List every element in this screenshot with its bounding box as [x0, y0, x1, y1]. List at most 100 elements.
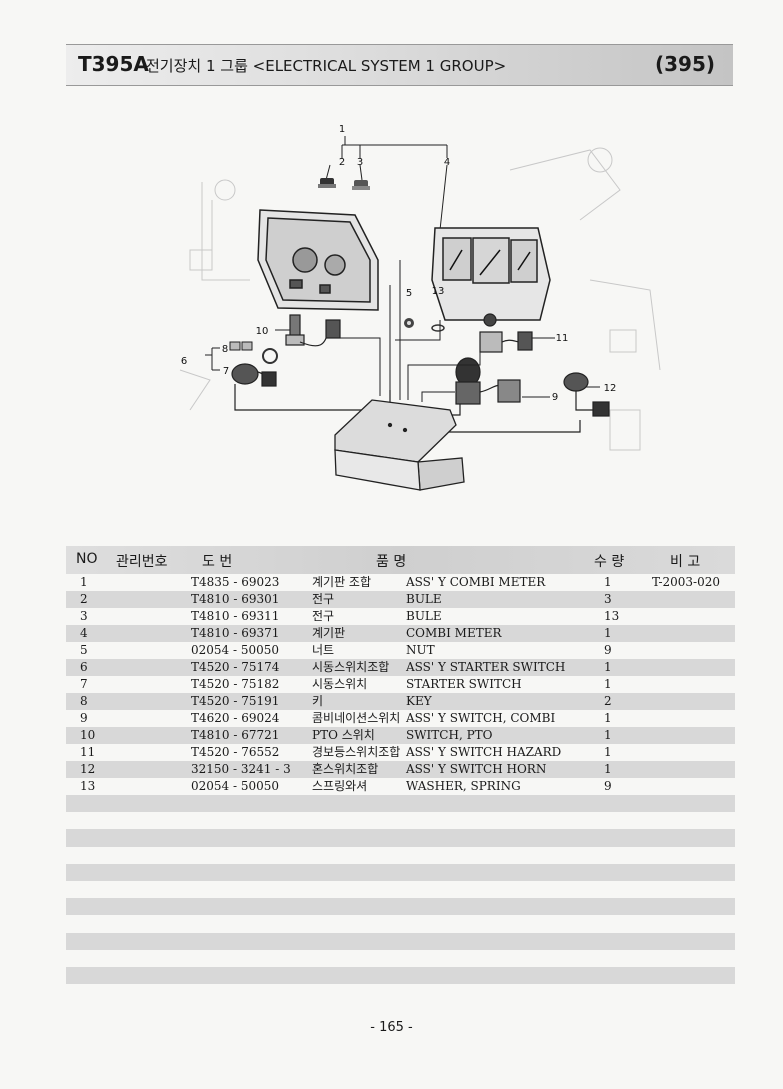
cell-drawing-no: 32150 - 3241 - 3: [191, 762, 291, 776]
cell-name-en: ASS' Y SWITCH HORN: [406, 762, 547, 776]
cell-name-en: ASS' Y SWITCH HAZARD: [406, 745, 562, 759]
cell-drawing-no: T4810 - 67721: [191, 728, 280, 742]
spring-washer-icon: [431, 324, 445, 332]
cell-name-en: BULE: [406, 609, 442, 623]
nut-icon: [404, 318, 414, 328]
cell-no: 8: [80, 694, 88, 708]
cell-drawing-no: 02054 - 50050: [191, 779, 280, 793]
table-row-empty: [66, 898, 735, 916]
cell-drawing-no: 02054 - 50050: [191, 643, 280, 657]
callout-2: 2: [339, 157, 345, 168]
callout-4: 4: [444, 157, 450, 168]
cell-no: 7: [80, 677, 88, 691]
combi-switch-icon: [450, 357, 521, 416]
cell-no: 11: [80, 745, 96, 759]
bulb-2-icon: [318, 178, 336, 188]
cell-name-kr: 전구: [312, 592, 335, 606]
cell-name-en: NUT: [406, 643, 435, 657]
callout-7: 7: [223, 366, 229, 377]
callout-3: 3: [357, 157, 363, 168]
table-row-empty: [66, 881, 735, 898]
cell-name-en: KEY: [406, 694, 432, 708]
cell-name-kr: 전구: [312, 609, 335, 623]
table-row-empty: [66, 829, 735, 847]
parts-table: NO 관리번호 도 번 품 명 수 량 비 고 1 T4835 - 69023 계기…: [66, 546, 735, 985]
table-row-empty: [66, 795, 735, 813]
hazard-switch-icon: [479, 313, 533, 353]
callout-6: 6: [181, 356, 187, 367]
cell-drawing-no: T4520 - 76552: [191, 745, 280, 759]
cell-drawing-no: T4835 - 69023: [191, 575, 280, 589]
callout-9: 9: [552, 392, 558, 403]
cell-name-en: WASHER, SPRING: [406, 779, 521, 793]
cell-qty: 1: [604, 728, 612, 742]
cell-name-en: ASS' Y COMBI METER: [406, 575, 546, 589]
cell-no: 3: [80, 609, 88, 623]
cell-name-kr: 시동스위치조합: [312, 660, 390, 674]
cell-qty: 1: [604, 575, 612, 589]
cell-drawing-no: T4810 - 69371: [191, 626, 280, 640]
cell-no: 12: [80, 762, 96, 776]
cell-drawing-no: T4620 - 69024: [191, 711, 280, 725]
table-row-empty: [66, 932, 735, 950]
col-manage-no: 관리번호: [116, 554, 168, 570]
callout-1: 1: [339, 124, 345, 135]
cell-qty: 1: [604, 626, 612, 640]
callout-leaders: [205, 136, 600, 398]
cell-drawing-no: T4810 - 69311: [191, 609, 280, 623]
callout-12: 12: [604, 383, 617, 394]
cell-name-kr: PTO 스위치: [312, 728, 375, 742]
cell-name-kr: 계기판: [312, 626, 346, 640]
page-number: - 165 -: [370, 1020, 413, 1035]
cell-name-en: ASS' Y SWITCH, COMBI: [406, 711, 556, 725]
table-row-empty: [66, 863, 735, 881]
page-code: (395): [654, 52, 715, 76]
cell-qty: 13: [604, 609, 620, 623]
cell-name-en: BULE: [406, 592, 442, 606]
wiring-lines: [338, 260, 481, 402]
key-icon: [229, 341, 253, 351]
bulb-3-icon: [352, 180, 370, 190]
cell-name-kr: 키: [312, 694, 324, 708]
cell-no: 10: [80, 728, 96, 742]
table-row: 10 T4810 - 67721 PTO 스위치 SWITCH, PTO 1: [66, 727, 735, 744]
callout-labels: 1 2 3 4 5 13 10 8 6 7 11 9 12: [181, 124, 617, 403]
table-row-empty: [66, 966, 735, 985]
cell-name-en: STARTER SWITCH: [406, 677, 522, 691]
cell-no: 6: [80, 660, 88, 674]
cell-qty: 1: [604, 677, 612, 691]
mounting-panel-icon: [334, 399, 465, 491]
cell-no: 1: [80, 575, 88, 589]
cell-name-en: ASS' Y STARTER SWITCH: [406, 660, 566, 674]
table-header: NO 관리번호 도 번 품 명 수 량 비 고: [66, 546, 735, 574]
cell-drawing-no: T4520 - 75191: [191, 694, 280, 708]
exploded-parts-diagram: 1 2 3 4 5 13 10 8 6 7 11 9 12: [179, 124, 661, 491]
col-qty: 수 량: [594, 554, 625, 570]
cell-no: 4: [80, 626, 88, 640]
callout-13: 13: [432, 286, 445, 297]
cell-name-kr: 시동스위치: [312, 677, 368, 691]
table-row: 3 T4810 - 69311 전구 BULE 13: [66, 608, 735, 625]
cell-qty: 1: [604, 745, 612, 759]
col-no: NO: [76, 551, 98, 567]
background-faded-schematic: [179, 147, 661, 451]
cell-qty: 1: [604, 762, 612, 776]
cell-drawing-no: T4520 - 75182: [191, 677, 280, 691]
group-code: T395A: [78, 52, 149, 76]
combi-meter-rear-icon: [257, 209, 379, 311]
cell-name-en: SWITCH, PTO: [406, 728, 493, 742]
table-row-empty: [66, 950, 735, 967]
cell-qty: 9: [604, 779, 612, 793]
table-row-empty: [66, 915, 735, 932]
cell-no: 5: [80, 643, 88, 657]
table-empty-rows: [66, 795, 735, 985]
